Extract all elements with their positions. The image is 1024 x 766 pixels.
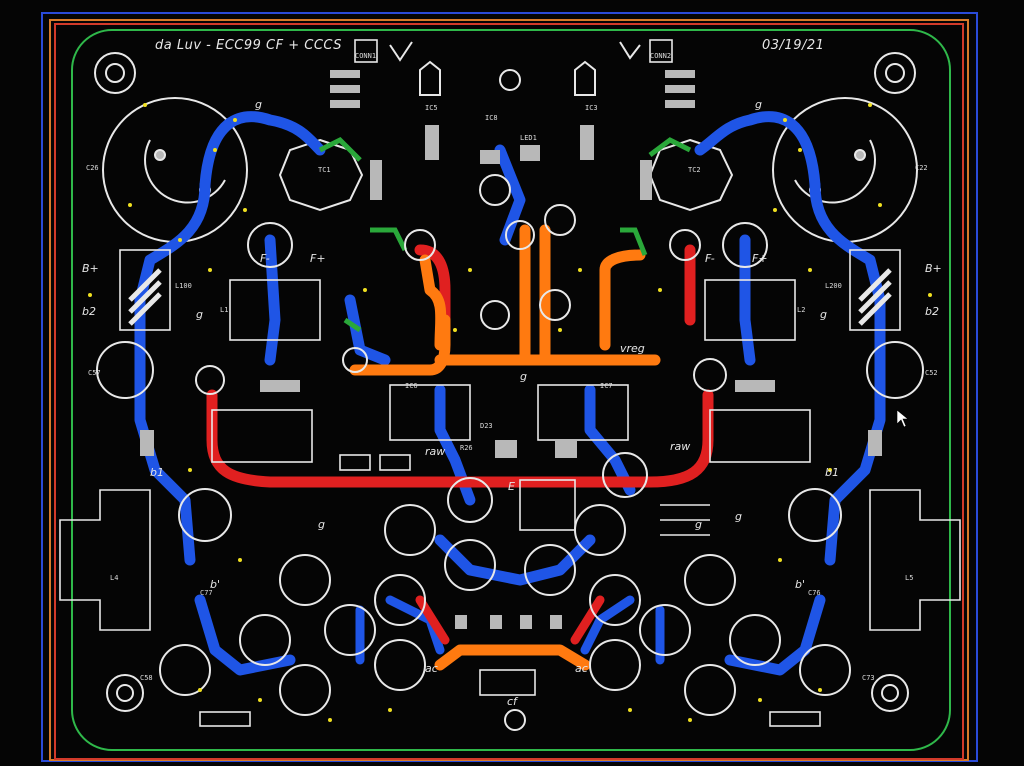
smd-pads bbox=[140, 70, 882, 629]
capacitors bbox=[96, 69, 924, 731]
signal-markers bbox=[389, 41, 641, 96]
refdes-l100: L100 bbox=[175, 282, 192, 290]
label-b2-left: b2 bbox=[82, 305, 96, 318]
board-keepout-green bbox=[71, 29, 951, 751]
refdes-c52: C52 bbox=[925, 369, 938, 377]
label-raw-right: raw bbox=[670, 440, 690, 453]
red-copper-small bbox=[415, 595, 605, 645]
label-g8: g bbox=[735, 510, 742, 523]
refdes-l4: L4 bbox=[110, 574, 118, 582]
inductor-pattern bbox=[128, 268, 892, 326]
refdes-tc2: TC2 bbox=[688, 166, 701, 174]
label-f-minus-left: F- bbox=[260, 252, 270, 265]
refdes-l2: L2 bbox=[797, 306, 805, 314]
label-b2-right: b2 bbox=[925, 305, 939, 318]
refdes-c76: C76 bbox=[808, 589, 821, 597]
refdes-conn1: CONN1 bbox=[355, 52, 376, 60]
refdes-l1: L1 bbox=[220, 306, 228, 314]
silkscreen-outlines bbox=[59, 39, 961, 727]
refdes-ic3: IC3 bbox=[585, 104, 598, 112]
label-e: E bbox=[508, 480, 515, 493]
vias bbox=[88, 103, 932, 722]
label-raw-left: raw bbox=[425, 445, 445, 458]
green-traces bbox=[318, 136, 692, 333]
label-b-plus-left: B+ bbox=[82, 262, 99, 275]
label-ac-left: ac bbox=[425, 662, 438, 675]
refdes-c58: C58 bbox=[140, 674, 153, 682]
label-b-prime-right: b' bbox=[795, 578, 805, 591]
label-b1-left: b1 bbox=[150, 466, 164, 479]
label-g3: g bbox=[196, 308, 203, 321]
board-title: da Luv - ECC99 CF + CCCS bbox=[155, 38, 342, 53]
refdes-ic5: IC5 bbox=[425, 104, 438, 112]
red-copper-trace bbox=[206, 244, 714, 488]
label-f-plus-right: F+ bbox=[752, 252, 768, 265]
mounting-holes bbox=[94, 52, 916, 712]
label-g1: g bbox=[255, 98, 262, 111]
refdes-c57: C57 bbox=[88, 369, 101, 377]
label-g2: g bbox=[755, 98, 762, 111]
label-g4: g bbox=[820, 308, 827, 321]
label-g5: g bbox=[318, 518, 325, 531]
tube-sockets bbox=[278, 138, 734, 212]
silkscreen-labels: B+ B+ b2 b2 b1 b1 g g g g g g g g F- F+ … bbox=[82, 98, 942, 708]
label-b1-right: b1 bbox=[825, 466, 839, 479]
refdes-r26: R26 bbox=[460, 444, 473, 452]
board-date: 03/19/21 bbox=[762, 38, 825, 53]
refdes-l5: L5 bbox=[905, 574, 913, 582]
label-f-plus-left: F+ bbox=[310, 252, 326, 265]
label-g7: g bbox=[520, 370, 527, 383]
refdes-c26: C26 bbox=[86, 164, 99, 172]
refdes-l200: L200 bbox=[825, 282, 842, 290]
bottom-copper-traces bbox=[134, 111, 886, 676]
refdes-c73: C73 bbox=[862, 674, 875, 682]
label-ac-right: ac bbox=[575, 662, 588, 675]
label-cf: cf bbox=[507, 695, 519, 708]
mouse-cursor-icon bbox=[896, 409, 909, 428]
refdes-d23: D23 bbox=[480, 422, 493, 430]
orange-copper-trace bbox=[349, 224, 661, 671]
refdes-c22: C22 bbox=[915, 164, 928, 172]
reference-designators: C26 C22 C57 C52 L100 L200 L1 L2 TC1 TC2 … bbox=[86, 52, 938, 682]
refdes-ic7: IC7 bbox=[600, 382, 613, 390]
board-edge-red bbox=[54, 23, 964, 760]
refdes-led1: LED1 bbox=[520, 134, 537, 142]
label-b-plus-right: B+ bbox=[925, 262, 942, 275]
refdes-ic8: IC8 bbox=[485, 114, 498, 122]
label-b-prime-left: b' bbox=[210, 578, 220, 591]
label-vreg: vreg bbox=[620, 342, 645, 355]
refdes-c77: C77 bbox=[200, 589, 213, 597]
refdes-ic6: IC6 bbox=[405, 382, 418, 390]
refdes-conn2: CONN2 bbox=[650, 52, 671, 60]
label-f-minus-right: F- bbox=[705, 252, 715, 265]
label-g6: g bbox=[695, 518, 702, 531]
refdes-tc1: TC1 bbox=[318, 166, 331, 174]
